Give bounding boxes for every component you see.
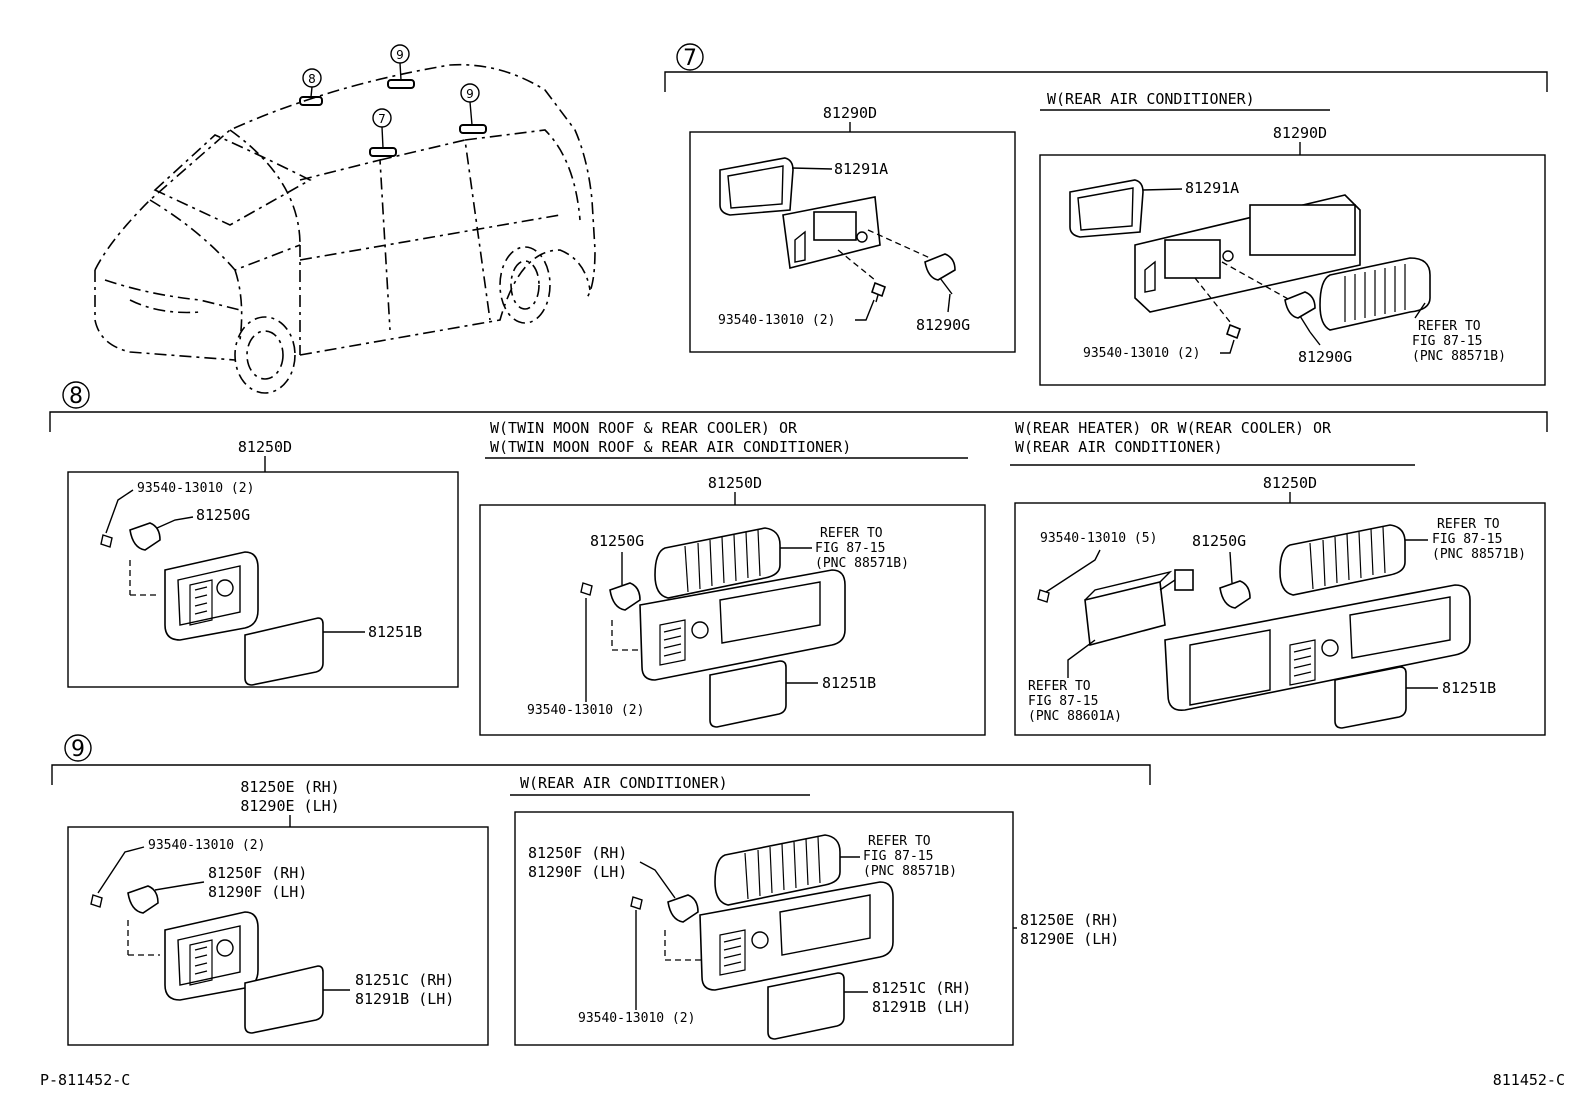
s7-rearac-assy-label: 81290D bbox=[1273, 124, 1327, 142]
s8-heater-box bbox=[1014, 502, 1546, 736]
s9-rearac-refer-3: (PNC 88571B) bbox=[863, 864, 957, 879]
s8-twin-box bbox=[479, 504, 986, 736]
s9-rearac-refer-1: REFER TO bbox=[868, 834, 931, 849]
s7-rearac-bulb-label: 81290G bbox=[1298, 348, 1352, 366]
marker-7: 7 bbox=[683, 46, 697, 71]
s8-twin-refer-3: (PNC 88571B) bbox=[815, 556, 909, 571]
vehicle-outline: 8 9 7 9 bbox=[94, 44, 596, 394]
s9-basic-lens-2: 81291B (LH) bbox=[355, 990, 454, 1008]
s8-heater-bulb-label: 81250G bbox=[1192, 532, 1246, 550]
s8-twin-heading-1: W(TWIN MOON ROOF & REAR COOLER) OR bbox=[490, 419, 798, 437]
s7-basic-lens-label: 81291A bbox=[834, 160, 888, 178]
s8-basic-box bbox=[67, 471, 459, 688]
section-7: 7 81290D 81291A 93540-13010 (2) 81290G W… bbox=[664, 43, 1548, 386]
s9-rearac-screw-label: 93540-13010 (2) bbox=[578, 1011, 695, 1026]
s9-basic-assy-2: 81290E (LH) bbox=[240, 797, 339, 815]
s9-basic-assy-1: 81250E (RH) bbox=[240, 778, 339, 796]
section-9: 9 81250E (RH) 81290E (LH) 93540-13010 (2… bbox=[51, 734, 1151, 1046]
s8-heater-lens-label: 81251B bbox=[1442, 679, 1496, 697]
s9-rearac-assy-2: 81290E (LH) bbox=[1020, 930, 1119, 948]
s8-basic-assy-label: 81250D bbox=[238, 438, 292, 456]
s8-heater-refer2-2: FIG 87-15 bbox=[1028, 694, 1098, 709]
marker-8: 8 bbox=[69, 384, 83, 409]
s8-heater-refer1-1: REFER TO bbox=[1437, 517, 1500, 532]
s9-basic-lens-1: 81251C (RH) bbox=[355, 971, 454, 989]
s8-heater-assy-label: 81250D bbox=[1263, 474, 1317, 492]
s9-basic-screw-label: 93540-13010 (2) bbox=[148, 838, 265, 853]
s8-heater-heading-1: W(REAR HEATER) OR W(REAR COOLER) OR bbox=[1015, 419, 1332, 437]
s9-rearac-heading: W(REAR AIR CONDITIONER) bbox=[520, 774, 728, 792]
s7-basic-bulb-label: 81290G bbox=[916, 316, 970, 334]
s9-rearac-refer-2: FIG 87-15 bbox=[863, 849, 933, 864]
s8-twin-assy-label: 81250D bbox=[708, 474, 762, 492]
s8-heater-heading-2: W(REAR AIR CONDITIONER) bbox=[1015, 438, 1223, 456]
s8-twin-heading-2: W(TWIN MOON ROOF & REAR AIR CONDITIONER) bbox=[490, 438, 851, 456]
s7-rearac-refer-3: (PNC 88571B) bbox=[1412, 349, 1506, 364]
s8-twin-refer-2: FIG 87-15 bbox=[815, 541, 885, 556]
s8-twin-bulb-label: 81250G bbox=[590, 532, 644, 550]
roof-label-8: 8 bbox=[308, 72, 316, 86]
s8-heater-refer2-3: (PNC 88601A) bbox=[1028, 709, 1122, 724]
s7-rearac-refer-1: REFER TO bbox=[1418, 319, 1481, 334]
s7-basic-assy-label: 81290D bbox=[823, 104, 877, 122]
s7-rearac-heading: W(REAR AIR CONDITIONER) bbox=[1047, 90, 1255, 108]
marker-9: 9 bbox=[71, 737, 85, 762]
s8-heater-refer1-3: (PNC 88571B) bbox=[1432, 547, 1526, 562]
s9-basic-box bbox=[67, 826, 489, 1046]
s8-heater-refer2-1: REFER TO bbox=[1028, 679, 1091, 694]
s9-rearac-assy-1: 81250E (RH) bbox=[1020, 911, 1119, 929]
s8-twin-lens-label: 81251B bbox=[822, 674, 876, 692]
s8-basic-lens-label: 81251B bbox=[368, 623, 422, 641]
s7-rearac-screw-label: 93540-13010 (2) bbox=[1083, 346, 1200, 361]
s9-basic-bulb-1: 81250F (RH) bbox=[208, 864, 307, 882]
s8-heater-refer1-2: FIG 87-15 bbox=[1432, 532, 1502, 547]
section-8: 8 81250D 93540-13010 (2) 81250G 81251B W… bbox=[49, 381, 1548, 736]
s7-rearac-lens-label: 81291A bbox=[1185, 179, 1239, 197]
s7-rearac-refer-2: FIG 87-15 bbox=[1412, 334, 1482, 349]
s7-basic-screw-label: 93540-13010 (2) bbox=[718, 313, 835, 328]
s9-rearac-lens-2: 81291B (LH) bbox=[872, 998, 971, 1016]
roof-label-9a: 9 bbox=[396, 48, 404, 62]
s7-rearac-box bbox=[1039, 154, 1546, 386]
s9-rearac-bulb-2: 81290F (LH) bbox=[528, 863, 627, 881]
s7-basic-box bbox=[689, 131, 1016, 353]
roof-label-9b: 9 bbox=[466, 87, 474, 101]
s9-rearac-lens-1: 81251C (RH) bbox=[872, 979, 971, 997]
s8-twin-refer-1: REFER TO bbox=[820, 526, 883, 541]
s8-basic-screw-label: 93540-13010 (2) bbox=[137, 481, 254, 496]
footer-left-code: P-811452-C bbox=[40, 1071, 130, 1089]
s8-heater-screw-label: 93540-13010 (5) bbox=[1040, 531, 1157, 546]
s8-twin-screw-label: 93540-13010 (2) bbox=[527, 703, 644, 718]
s9-basic-bulb-2: 81290F (LH) bbox=[208, 883, 307, 901]
footer-right-code: 811452-C bbox=[1493, 1071, 1565, 1089]
s8-basic-bulb-label: 81250G bbox=[196, 506, 250, 524]
roof-label-7: 7 bbox=[378, 112, 386, 126]
s9-rearac-bulb-1: 81250F (RH) bbox=[528, 844, 627, 862]
